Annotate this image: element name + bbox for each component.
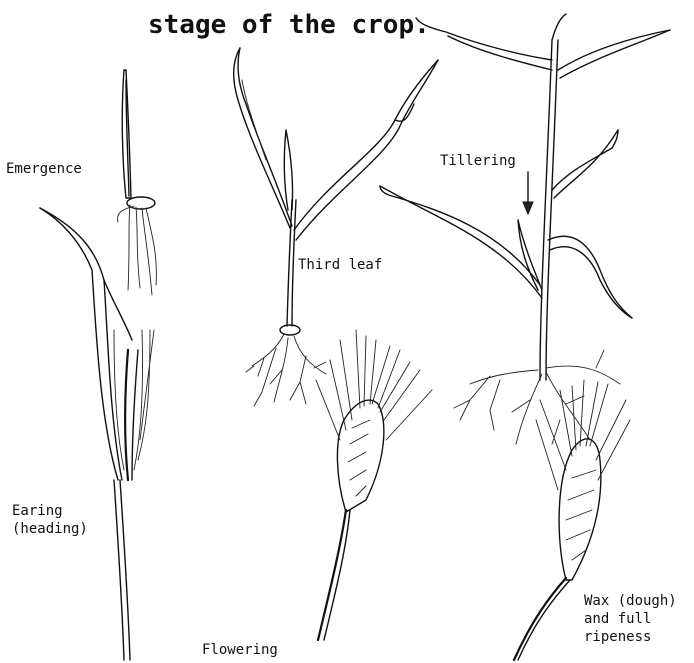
tillering-plant-drawing	[380, 14, 670, 444]
tillering-arrow	[523, 172, 533, 214]
stage-label-tillering: Tillering	[440, 152, 516, 170]
stage-label-earing: Earing (heading)	[12, 502, 88, 538]
earing-plant-drawing	[40, 208, 154, 660]
stage-label-wax-ripeness: Wax (dough) and full ripeness	[584, 592, 677, 646]
third-leaf-plant-drawing	[234, 48, 438, 406]
stage-label-flowering: Flowering	[202, 641, 278, 659]
stage-label-emergence: Emergence	[6, 160, 82, 178]
flowering-ear-drawing	[316, 330, 432, 640]
emergence-seedling-drawing	[118, 70, 157, 295]
stage-label-third-leaf: Third leaf	[298, 256, 382, 274]
